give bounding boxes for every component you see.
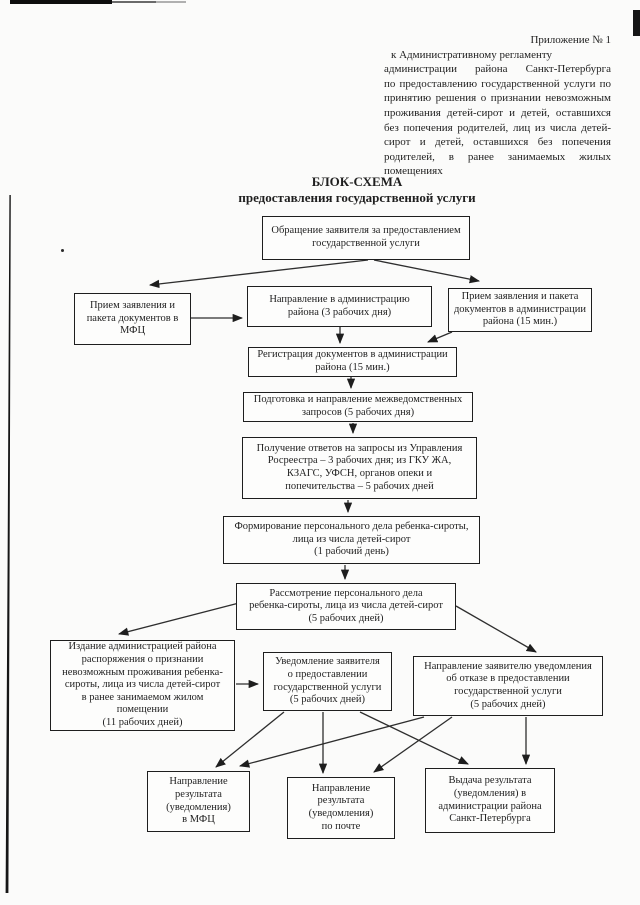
flow-node-result-via-mfc: Направление результата (уведомления) в М…: [147, 771, 250, 832]
flow-edge-case-file-review--refusal-notice: [455, 605, 537, 653]
flow-node-registration: Регистрация документов в администрации р…: [248, 347, 457, 377]
scan-artifact-corner-mark: [633, 10, 640, 36]
flow-node-interagency-requests: Подготовка и направление межведомственны…: [243, 392, 473, 422]
note-line: проживания детей-сирот и детей, оставших…: [384, 106, 611, 119]
flow-node-approval-notice: Уведомление заявителя о предоставлении г…: [263, 652, 392, 711]
note-line: к Административному регламенту: [391, 48, 553, 61]
note-line: без попечения родителей, лиц из числа де…: [384, 121, 611, 134]
scan-artifact-spot: [61, 249, 64, 252]
flow-node-case-file-formation: Формирование персонального дела ребенка-…: [223, 516, 480, 564]
scan-artifact-top-bar-fade: [112, 1, 156, 3]
flow-edge-refusal-notice--result-via-mail: [373, 716, 453, 773]
note-line: помещениях: [384, 165, 443, 178]
scan-artifact-left-line: [5, 195, 11, 893]
flow-edge-approval-notice--result-in-person: [359, 711, 469, 765]
note-line: сирот и детей, оставшихся без попечения: [384, 136, 611, 149]
flow-edge-approval-notice--result-via-mfc: [215, 711, 285, 768]
note-line: Приложение № 1: [530, 34, 611, 46]
flow-node-result-in-person: Выдача результата (уведомления) в админи…: [425, 768, 555, 833]
flow-node-applicant-request: Обращение заявителя за предоставлением г…: [262, 216, 470, 260]
flow-node-mfc-intake: Прием заявления и пакета документов в МФ…: [74, 293, 191, 345]
flow-node-result-via-mail: Направление результата (уведомления) по …: [287, 777, 395, 839]
flow-edge-administration-intake--registration: [427, 331, 453, 343]
flow-node-case-file-review: Рассмотрение персонального дела ребенка-…: [236, 583, 456, 630]
flow-node-order-issued: Издание администрацией района распоряжен…: [50, 640, 235, 731]
flow-edge-applicant-request--administration-intake: [373, 259, 481, 284]
document-header-note: Приложение № 1 к Административному регла…: [384, 33, 611, 179]
scan-artifact-top-bar: [10, 0, 112, 4]
page-title: БЛОК-СХЕМА предоставления государственно…: [137, 174, 577, 205]
flow-node-forward-to-administration: Направление в администрацию района (3 ра…: [247, 286, 432, 327]
note-line: родителей, в ранее занимаемых жилых: [384, 150, 611, 163]
flow-node-responses-received: Получение ответов на запросы из Управлен…: [242, 437, 477, 499]
flow-edge-case-file-review--order-issued: [117, 602, 240, 636]
flow-node-refusal-notice: Направление заявителю уведомления об отк…: [413, 656, 603, 716]
note-line: по предоставлению государственной услуги…: [384, 77, 611, 90]
note-line: администрации района Санкт-Петербурга: [384, 63, 611, 76]
scan-artifact-top-bar-fade2: [156, 1, 186, 3]
flow-edge-refusal-notice--result-via-mfc: [238, 716, 425, 768]
page-title-line2: предоставления государственной услуги: [238, 189, 476, 205]
flow-edge-applicant-request--mfc-intake: [148, 259, 369, 289]
page-title-line1: БЛОК-СХЕМА: [311, 174, 403, 189]
note-line: принятию решения о признании невозможным: [384, 92, 611, 105]
flow-node-administration-intake: Прием заявления и пакета документов в ад…: [448, 288, 592, 332]
